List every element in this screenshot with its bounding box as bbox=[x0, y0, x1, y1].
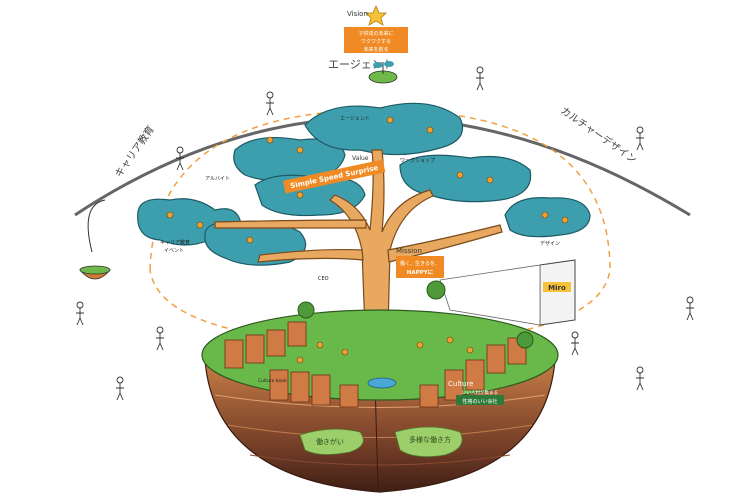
canopy-upper bbox=[304, 102, 464, 156]
mission-label: Mission bbox=[396, 247, 422, 255]
miro-building bbox=[539, 259, 576, 326]
vision-line-2: ワクワクする bbox=[361, 39, 391, 45]
note-design: デザイン bbox=[540, 240, 560, 247]
soil-blob-right bbox=[394, 426, 463, 458]
note-part-time: アルバイト bbox=[205, 176, 230, 182]
culture-box bbox=[456, 395, 504, 405]
soil-label-left: 働きがい bbox=[316, 437, 344, 446]
vision-star-icon bbox=[365, 4, 387, 26]
miro-brand-text: Miro bbox=[548, 284, 566, 292]
stick-figures bbox=[76, 66, 694, 401]
culture-label: Culture bbox=[448, 380, 473, 388]
vision-line-3: 未来を創る bbox=[363, 46, 388, 53]
vision-box bbox=[344, 27, 408, 53]
note-career: キャリア教育 bbox=[160, 239, 190, 246]
small-tree-icon bbox=[297, 301, 315, 319]
value-box bbox=[282, 159, 386, 194]
note-event: イベント bbox=[164, 248, 184, 254]
value-label: Value bbox=[352, 155, 369, 162]
dashed-orbit bbox=[149, 109, 611, 346]
note-agent: エージェント bbox=[340, 116, 370, 122]
mission-box bbox=[396, 256, 444, 278]
arc-label-top: エージェント bbox=[328, 58, 394, 71]
soil-label-right: 多様な働き方 bbox=[409, 435, 451, 444]
vision-line-1: 子供達の未来に bbox=[358, 30, 393, 37]
culture-line-2: 性格のいい会社 bbox=[462, 398, 497, 405]
note-workshop: ワークショップ bbox=[400, 158, 435, 164]
miro-logo-bg bbox=[543, 282, 571, 292]
note-ceo: CEO bbox=[318, 276, 329, 282]
vision-label: Vision bbox=[347, 10, 368, 18]
soil-blob-left bbox=[299, 428, 364, 455]
pond bbox=[367, 377, 397, 389]
mission-line-2: HAPPYに bbox=[407, 269, 434, 276]
people bbox=[166, 116, 569, 364]
note-culture-book: Culture book bbox=[258, 378, 287, 384]
mission-line-1: 働く、生きるを、 bbox=[400, 260, 440, 267]
culture-line-1: いい人材が集まる bbox=[462, 389, 498, 396]
tree-trunk bbox=[214, 149, 503, 331]
